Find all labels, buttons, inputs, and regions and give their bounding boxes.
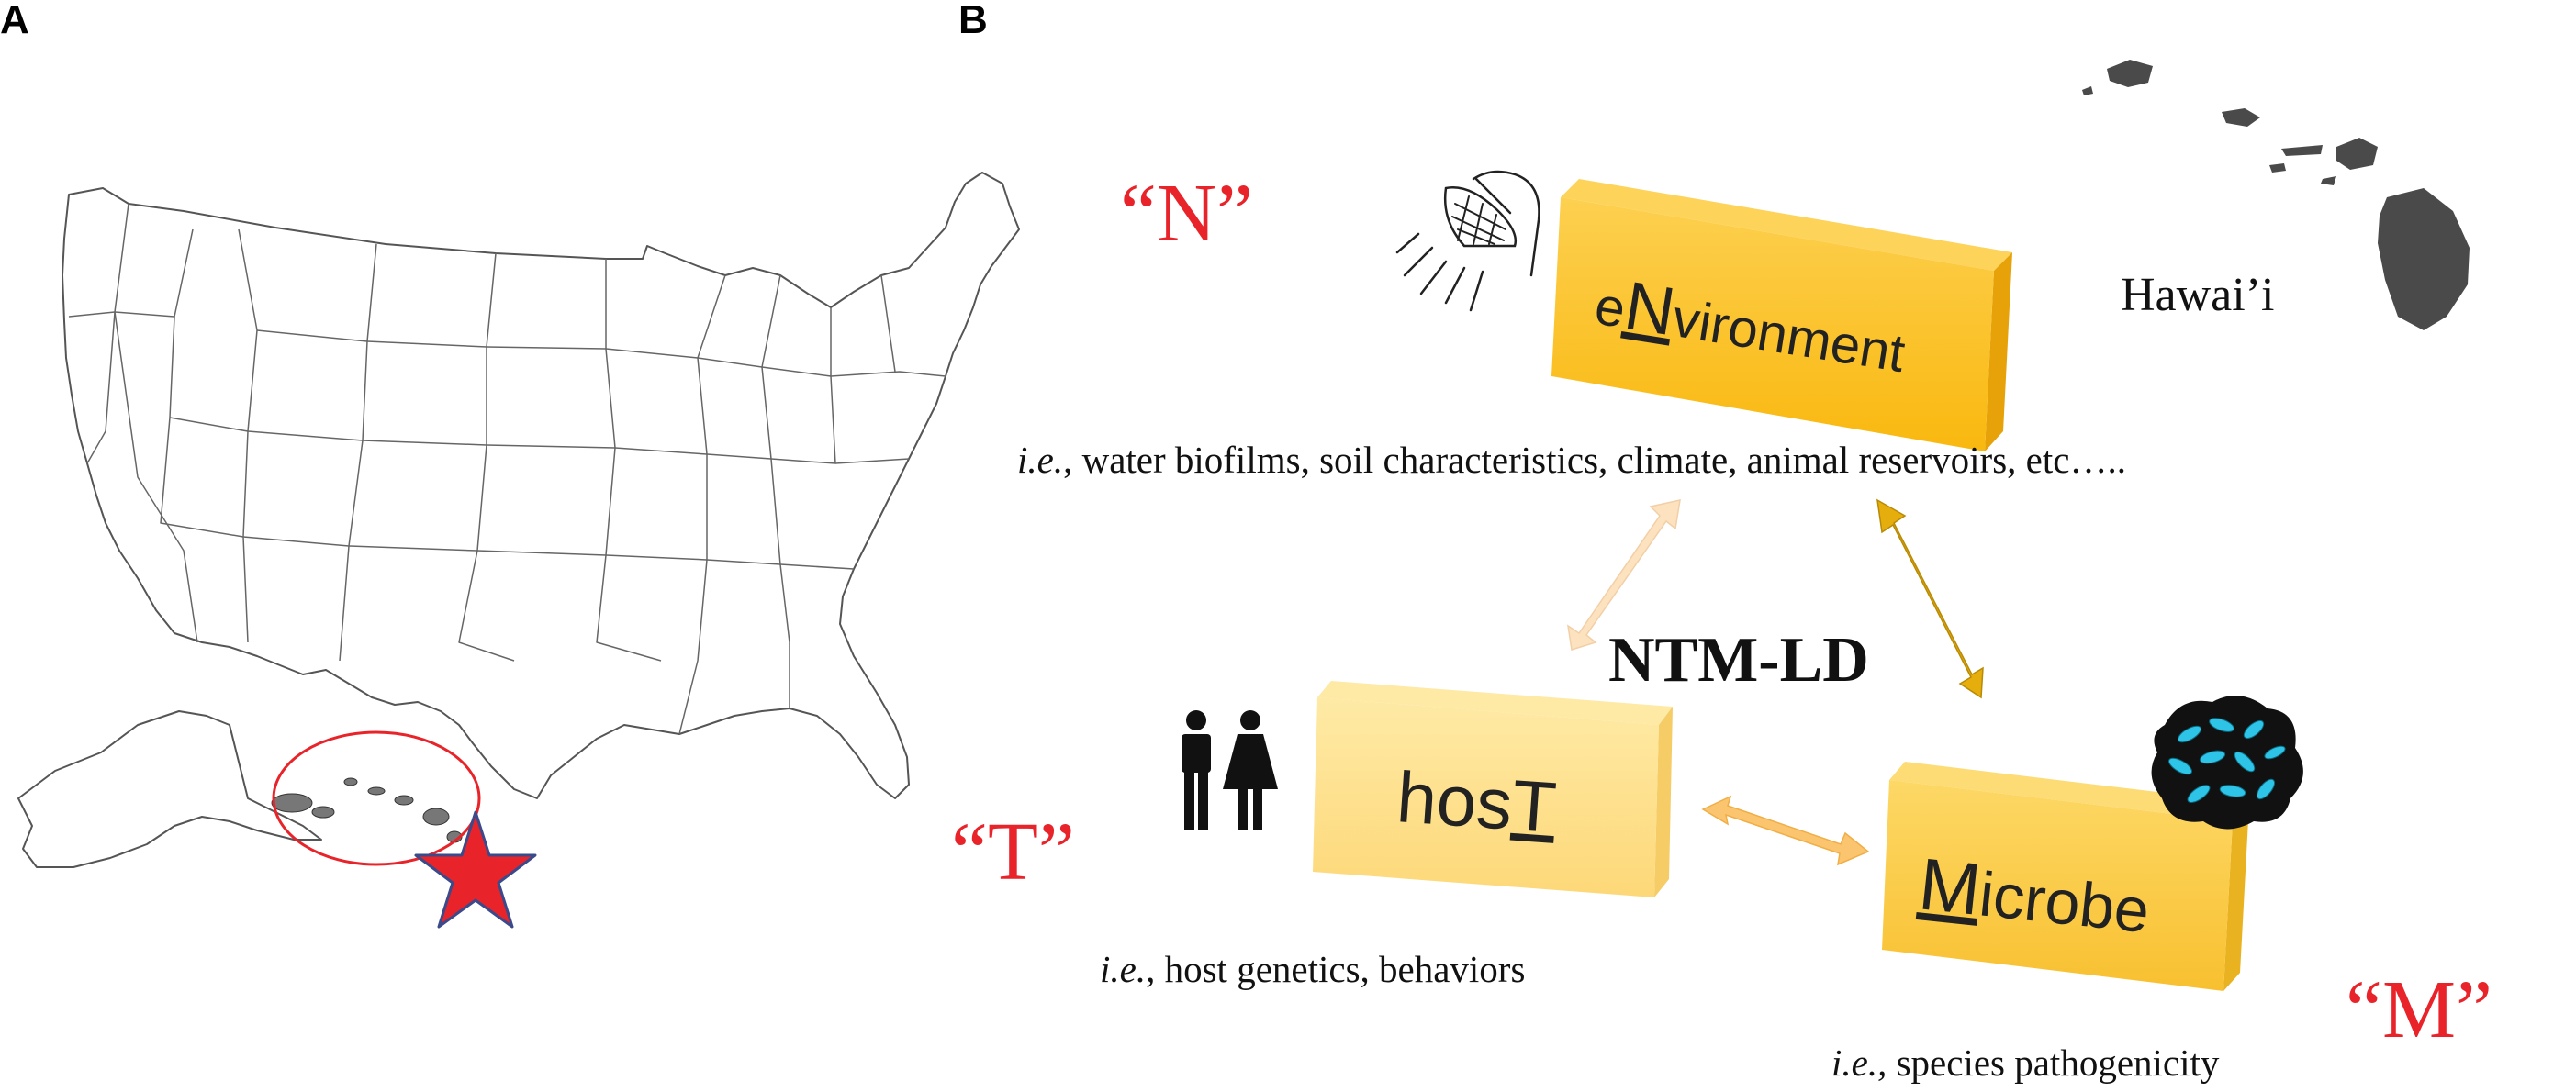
us-mainland-outline [62, 172, 1020, 799]
shower-head-icon [1395, 170, 1540, 312]
us-map [17, 172, 1020, 868]
host-desc-text: , host genetics, behaviors [1146, 948, 1525, 990]
panel-letter-b: B [958, 0, 988, 42]
microbe-box [1882, 762, 2249, 991]
panel-letter-a: A [0, 0, 29, 42]
hawaii-highlight-circle [272, 730, 481, 866]
label-n: “N” [1120, 168, 1253, 259]
host-key: T [1509, 764, 1559, 848]
environment-description: i.e., water biofilms, soil characteristi… [1017, 439, 2126, 481]
center-label: NTM-LD [1608, 625, 1869, 696]
host-box-label: hosT [1394, 756, 1559, 848]
star-icon [414, 810, 537, 929]
alaska-outline [17, 710, 322, 868]
hawaii-islands-icon [2082, 60, 2470, 330]
microbe-desc-ie: i.e., [1831, 1042, 1887, 1084]
environment-desc-text: , water biofilms, soil characteristics, … [1063, 439, 2126, 481]
host-desc-ie: i.e. [1100, 948, 1146, 990]
hawaii-label: Hawai’i [2121, 269, 2274, 321]
host-box [1313, 681, 1673, 897]
host-description: i.e., host genetics, behaviors [1100, 948, 1525, 990]
label-m: “M” [2346, 964, 2492, 1055]
microbe-desc-text: species pathogenicity [1887, 1042, 2220, 1084]
microbe-key: M [1915, 842, 1985, 930]
arrow-host-microbe [1701, 795, 1870, 866]
host-pre: hos [1394, 756, 1516, 845]
label-t: “T” [951, 807, 1075, 897]
hawaii-inset [271, 730, 481, 866]
environment-box [1551, 179, 2012, 451]
microbe-description: i.e., species pathogenicity [1831, 1042, 2220, 1084]
bacteria-cluster-icon [2151, 695, 2303, 830]
arrow-env-host [1566, 499, 1681, 651]
arrow-env-microbe [1876, 498, 1984, 699]
people-icon [1182, 710, 1278, 830]
environment-desc-ie: i.e. [1017, 439, 1063, 481]
environment-key: N [1619, 267, 1680, 350]
